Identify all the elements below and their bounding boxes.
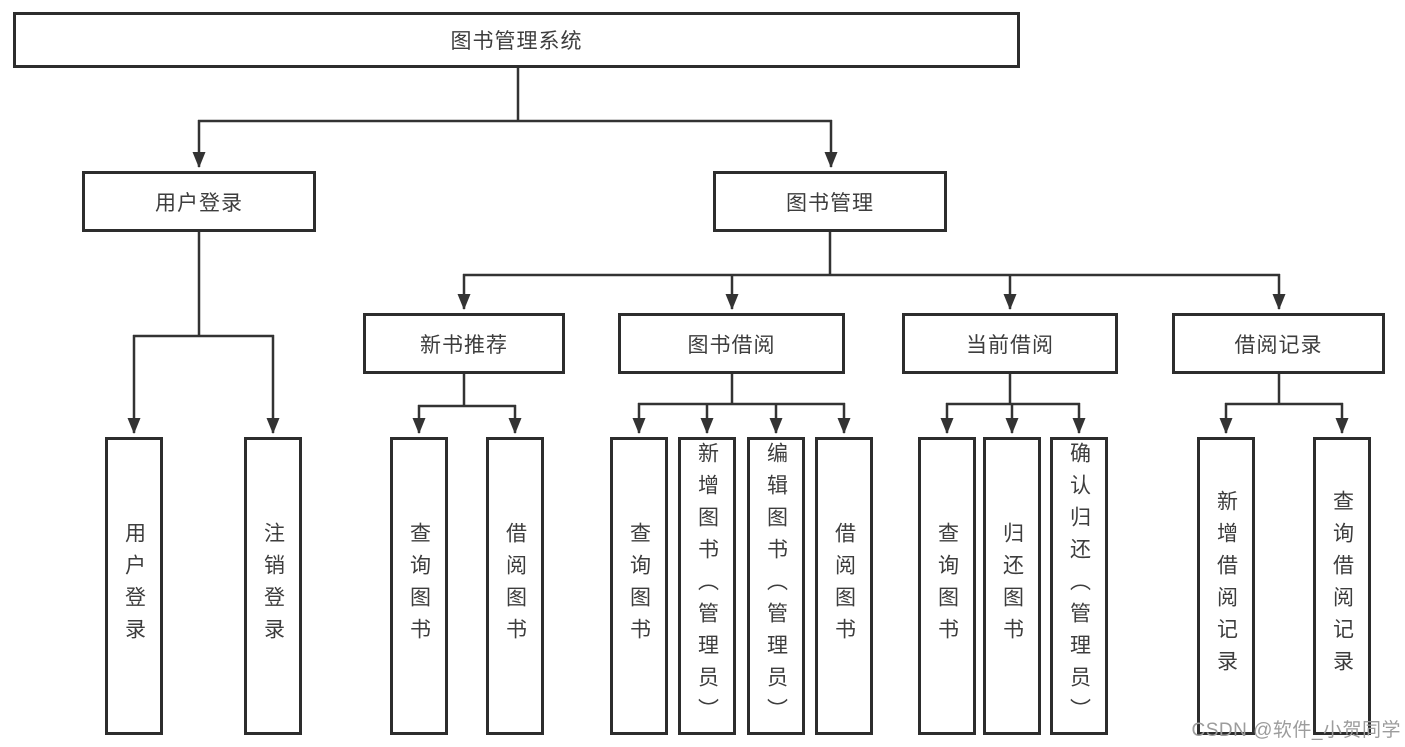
leaf-br-add-record: 新增借阅记录 bbox=[1197, 437, 1255, 735]
node-book-management: 图书管理 bbox=[713, 171, 947, 232]
leaf-bb-borrow-books: 借阅图书 bbox=[815, 437, 873, 735]
node-book-borrow: 图书借阅 bbox=[618, 313, 845, 374]
leaf-label: 新增图书（管理员） bbox=[695, 442, 719, 730]
node-label: 图书借阅 bbox=[687, 333, 776, 357]
node-label: 图书管理系统 bbox=[450, 30, 583, 53]
leaf-label: 注销登录 bbox=[261, 522, 285, 650]
csdn-watermark: CSDN @软件_小贺同学 bbox=[1191, 720, 1401, 741]
leaf-nr-query-books: 查询图书 bbox=[390, 437, 448, 735]
node-label: 当前借阅 bbox=[966, 333, 1054, 357]
node-user-login: 用户登录 bbox=[82, 171, 316, 232]
leaf-logout: 注销登录 bbox=[244, 437, 302, 735]
leaf-nr-borrow-books: 借阅图书 bbox=[486, 437, 544, 735]
leaf-cb-confirm-return-admin: 确认归还（管理员） bbox=[1050, 437, 1108, 735]
node-label: 图书管理 bbox=[786, 191, 874, 215]
leaf-label: 新增借阅记录 bbox=[1214, 490, 1238, 682]
leaf-label: 查询借阅记录 bbox=[1330, 490, 1354, 682]
node-label: 新书推荐 bbox=[420, 333, 508, 357]
leaf-bb-edit-books-admin: 编辑图书（管理员） bbox=[747, 437, 805, 735]
node-borrow-records: 借阅记录 bbox=[1172, 313, 1385, 374]
leaf-br-query-record: 查询借阅记录 bbox=[1313, 437, 1371, 735]
leaf-user-login: 用户登录 bbox=[105, 437, 163, 735]
leaf-label: 借阅图书 bbox=[832, 522, 856, 650]
node-label: 借阅记录 bbox=[1234, 333, 1323, 357]
node-current-borrow: 当前借阅 bbox=[902, 313, 1118, 374]
node-library-management-system: 图书管理系统 bbox=[13, 12, 1020, 68]
node-new-book-recommend: 新书推荐 bbox=[363, 313, 565, 374]
leaf-label: 确认归还（管理员） bbox=[1067, 442, 1091, 730]
node-label: 用户登录 bbox=[155, 191, 243, 215]
leaf-label: 用户登录 bbox=[122, 522, 146, 650]
leaf-label: 借阅图书 bbox=[503, 522, 527, 650]
leaf-bb-query-books: 查询图书 bbox=[610, 437, 668, 735]
leaf-label: 查询图书 bbox=[627, 522, 651, 650]
leaf-bb-add-books-admin: 新增图书（管理员） bbox=[678, 437, 736, 735]
leaf-label: 归还图书 bbox=[1000, 522, 1024, 650]
leaf-cb-query-books: 查询图书 bbox=[918, 437, 976, 735]
leaf-label: 查询图书 bbox=[935, 522, 959, 650]
leaf-cb-return-books: 归还图书 bbox=[983, 437, 1041, 735]
leaf-label: 查询图书 bbox=[407, 522, 431, 650]
leaf-label: 编辑图书（管理员） bbox=[764, 442, 788, 730]
